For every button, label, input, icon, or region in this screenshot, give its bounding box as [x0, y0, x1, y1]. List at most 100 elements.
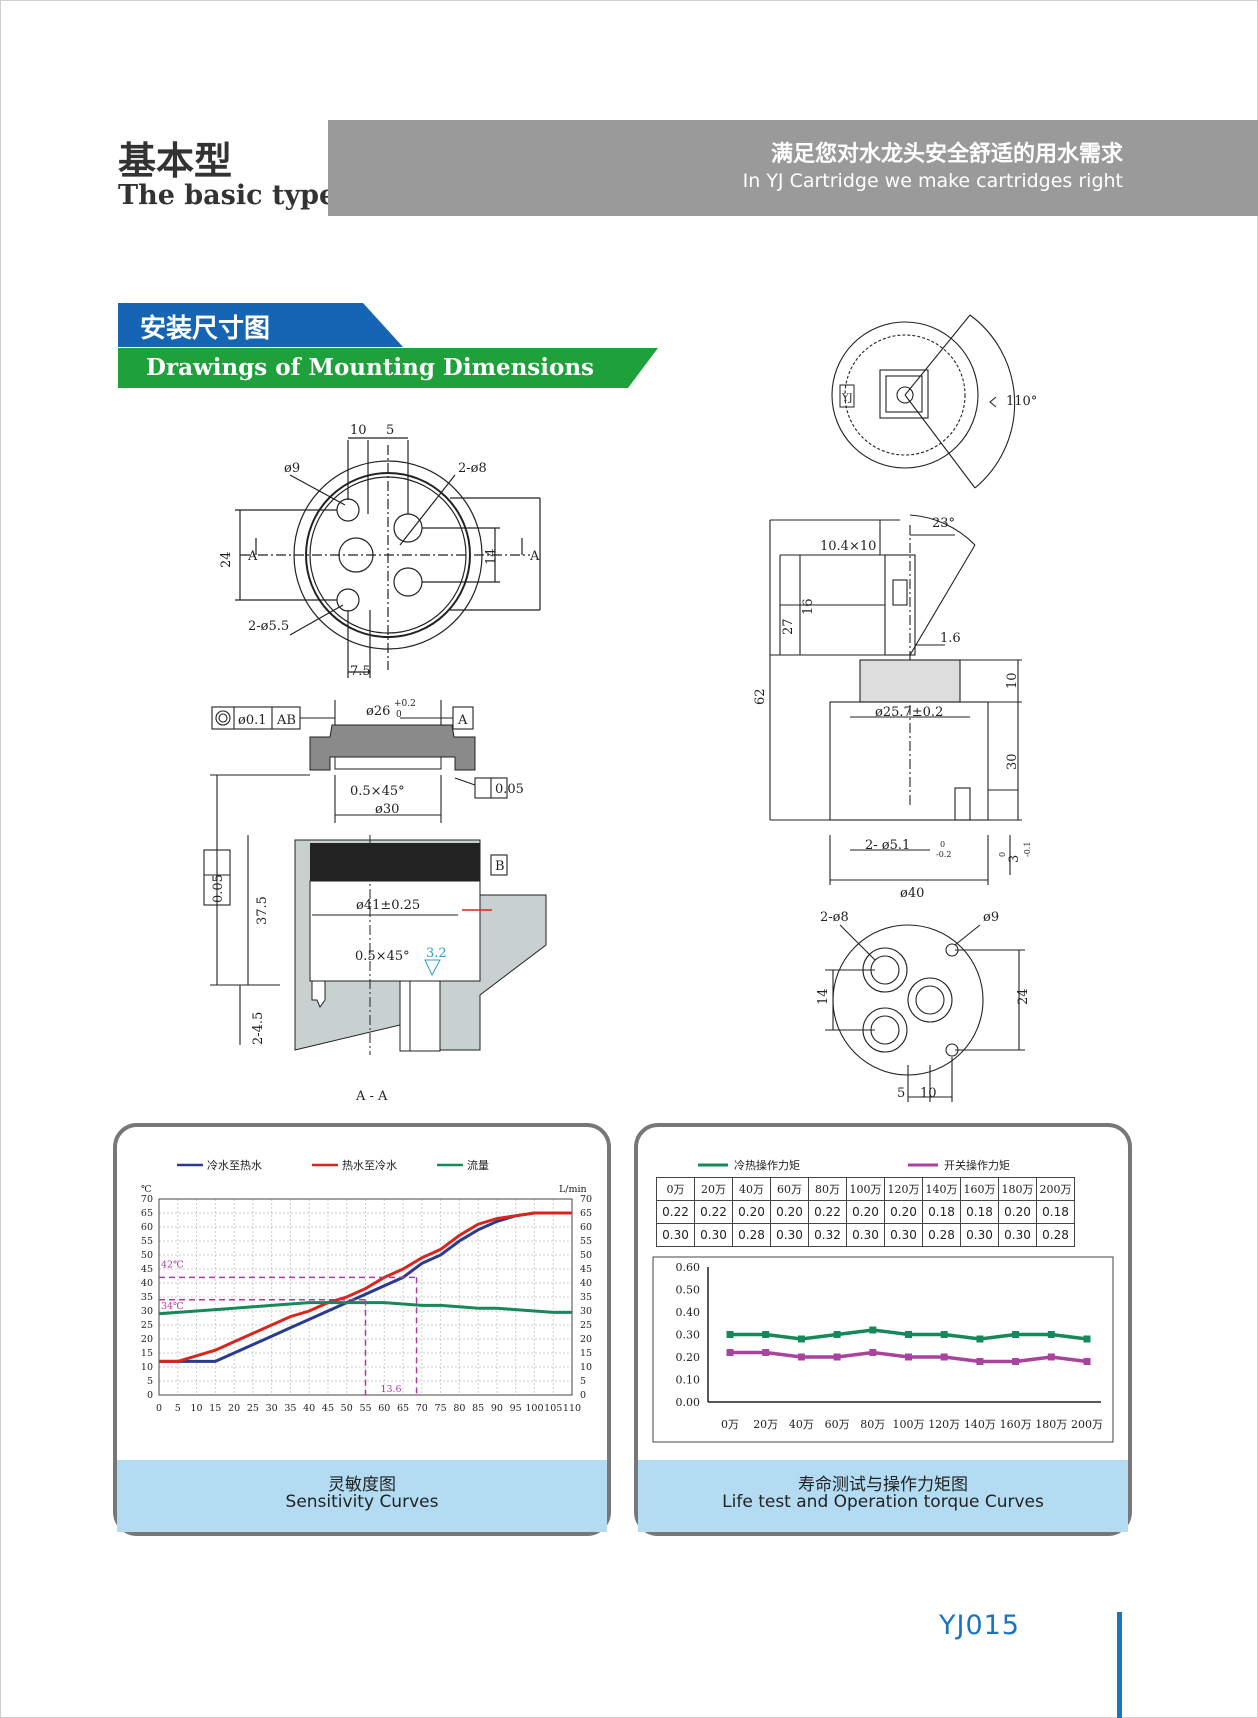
life-x-tick-label: 80万 — [860, 1418, 885, 1431]
x-tick-label: 105 — [544, 1403, 562, 1414]
model-accent-bar — [1117, 1612, 1122, 1718]
right-axis-unit: L/min — [559, 1184, 587, 1195]
table-header-cell: 60万 — [770, 1177, 809, 1201]
life-legend-label-2: 开关操作力矩 — [944, 1158, 1010, 1172]
logo-yj: YJ — [841, 393, 853, 404]
life-x-tick-label: 200万 — [1071, 1418, 1103, 1431]
x-tick-label: 85 — [472, 1403, 484, 1414]
life-y-tick-label: 0.20 — [676, 1351, 701, 1364]
life-y-tick-label: 0.60 — [676, 1261, 701, 1274]
sensitivity-caption-band: 灵敏度图 Sensitivity Curves — [117, 1460, 607, 1532]
life-test-legend: 冷热操作力矩开关操作力矩 — [698, 1158, 1010, 1172]
dim-62: 62 — [753, 688, 768, 705]
section-title-chinese: 安装尺寸图 — [140, 314, 271, 344]
x-tick-label: 75 — [435, 1403, 447, 1414]
x-tick-label: 10 — [190, 1403, 202, 1414]
table-header-cell: 20万 — [694, 1177, 733, 1201]
y-tick-label-left: 25 — [141, 1320, 153, 1331]
annotation-13-6: 13.6 — [380, 1384, 401, 1395]
life-caption-band: 寿命测试与操作力矩图 Life test and Operation torqu… — [638, 1460, 1128, 1532]
life-x-tick-label: 20万 — [753, 1418, 778, 1431]
life-series-marker — [869, 1349, 877, 1356]
table-header-cell: 40万 — [732, 1177, 771, 1201]
y-tick-label-right: 20 — [580, 1334, 592, 1345]
y-tick-label-right: 0 — [580, 1390, 586, 1401]
dim-24: 24 — [219, 551, 234, 568]
dim-bottom-14: 14 — [816, 988, 831, 1005]
title-chinese: 基本型 — [118, 138, 233, 183]
tol-parallel: 0.05 — [211, 874, 226, 903]
x-tick-label: 110 — [563, 1403, 581, 1414]
x-tick-label: 15 — [209, 1403, 221, 1414]
dim-bottom-2-phi8: 2-ø8 — [820, 910, 849, 925]
x-tick-label: 70 — [416, 1403, 428, 1414]
life-series-marker — [797, 1353, 805, 1361]
life-series-marker — [1083, 1335, 1091, 1343]
dim-10-4x10: 10.4×10 — [820, 539, 876, 554]
dim-5: 5 — [386, 423, 394, 438]
y-tick-label-left: 20 — [141, 1334, 153, 1345]
life-series-marker — [762, 1331, 770, 1338]
life-series-marker — [833, 1331, 841, 1338]
sensitivity-caption-cn: 灵敏度图 — [328, 1475, 396, 1495]
life-caption-cn: 寿命测试与操作力矩图 — [798, 1475, 968, 1495]
table-cell: 0.20 — [846, 1200, 885, 1224]
dim-phi30: ø30 — [375, 802, 399, 817]
table-header-cell: 140万 — [922, 1177, 961, 1201]
y-tick-label-left: 45 — [141, 1264, 153, 1275]
y-tick-label-left: 65 — [141, 1208, 153, 1219]
life-x-tick-label: 60万 — [825, 1418, 850, 1431]
life-series-marker — [940, 1331, 948, 1338]
y-tick-label-left: 70 — [141, 1194, 153, 1205]
life-test-chart: 冷热操作力矩开关操作力矩 0.000.100.200.300.400.500.6… — [652, 1158, 1114, 1443]
life-series-marker — [905, 1353, 912, 1361]
life-chart-frame — [652, 1256, 1114, 1443]
y-tick-label-right: 70 — [580, 1194, 592, 1205]
x-tick-label: 0 — [156, 1403, 162, 1414]
cartridge-top-view-drawing: YJ 110° — [831, 314, 1037, 489]
x-tick-label: 60 — [378, 1403, 390, 1414]
mounting-top-view-drawing: 10 5 ø9 2-ø8 24 14 A A 2-ø5.5 7.5 — [219, 423, 541, 679]
dim-3-tol-upper: 0 — [998, 852, 1007, 857]
dim-phi41: ø41±0.25 — [356, 898, 420, 913]
x-tick-label: 40 — [303, 1403, 315, 1414]
table-cell: 0.20 — [884, 1200, 923, 1224]
life-x-tick-label: 0万 — [721, 1418, 739, 1431]
dim-bottom-5: 5 — [897, 1086, 905, 1101]
life-x-tick-label: 180万 — [1035, 1418, 1067, 1431]
life-caption-en: Life test and Operation torque Curves — [722, 1492, 1044, 1512]
y-tick-label-right: 55 — [580, 1236, 592, 1247]
table-cell: 0.30 — [656, 1223, 695, 1247]
sensitivity-legend: 冷水至热水热水至冷水流量 — [177, 1158, 489, 1172]
dim-phi26-tol-upper: +0.2 — [394, 699, 416, 709]
angle-23: 23° — [932, 516, 955, 531]
section-label-a-a: A - A — [355, 1089, 388, 1104]
tol-concentric: ø0.1 — [238, 713, 267, 728]
sensitivity-series: 42℃34℃13.6 — [158, 1211, 572, 1395]
dim-10: 10 — [350, 423, 367, 438]
dim-3: 3 — [1007, 855, 1022, 863]
y-tick-label-left: 0 — [147, 1390, 153, 1401]
y-tick-label-right: 35 — [580, 1292, 592, 1303]
y-tick-label-left: 35 — [141, 1292, 153, 1303]
dim-phi5-1-tol-upper: 0 — [940, 840, 945, 849]
y-tick-label-right: 5 — [580, 1376, 586, 1387]
slogan-chinese: 满足您对水龙头安全舒适的用水需求 — [770, 142, 1123, 167]
y-tick-label-right: 10 — [580, 1362, 592, 1373]
dim-chamfer: 0.5×45° — [350, 784, 405, 799]
slogan-banner: 满足您对水龙头安全舒适的用水需求 In YJ Cartridge we make… — [328, 120, 1258, 216]
table-cell: 0.20 — [732, 1200, 771, 1224]
dim-bottom-phi9: ø9 — [983, 910, 999, 925]
cartridge-bottom-view-drawing: 2-ø8 ø9 14 24 5 10 — [816, 910, 1031, 1102]
x-tick-label: 80 — [453, 1403, 465, 1414]
section-a-a-drawing: ø0.1 AB ø26 +0.2 0 A 0.5×45° 0.05 ø30 0.… — [203, 699, 547, 1104]
life-series-marker — [1012, 1331, 1020, 1338]
life-x-tick-label: 40万 — [789, 1418, 814, 1431]
table-header-cell: 160万 — [960, 1177, 999, 1201]
